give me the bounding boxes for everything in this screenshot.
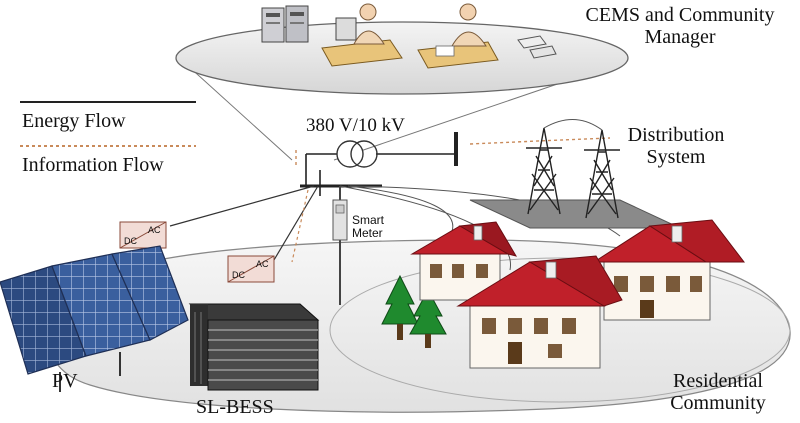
transmission-tower-icon xyxy=(526,127,562,215)
tree-icon xyxy=(381,274,419,340)
operator-desk-icon xyxy=(321,3,403,67)
legend-energy-flow: Energy Flow xyxy=(22,110,126,132)
cems-label-line2: Manager xyxy=(644,26,716,48)
battery-storage-icon xyxy=(188,303,320,391)
legend-information-flow: Information Flow xyxy=(22,154,164,176)
operator-desk-icon xyxy=(417,3,499,69)
cems-label-line1: CEMS and Community xyxy=(585,4,775,26)
distribution-label-line2: System xyxy=(646,146,706,168)
pv-label: PV xyxy=(52,370,78,392)
distribution-label-line1: Distribution xyxy=(627,124,725,146)
converter-ac-label: AC xyxy=(256,259,269,269)
pv-panel-icon xyxy=(0,245,189,392)
tree-icon xyxy=(409,288,447,348)
house-icon xyxy=(410,221,518,301)
information-lines xyxy=(291,137,611,263)
smart-meter-label-line1: Smart xyxy=(352,213,385,227)
house-icon xyxy=(456,255,623,369)
legend xyxy=(20,101,196,147)
smart-meter-icon xyxy=(332,199,348,241)
distribution-platform xyxy=(469,199,681,229)
phone-icon xyxy=(517,35,557,59)
transmission-tower-icon xyxy=(543,119,620,219)
cems-label: CEMS and Community Manager xyxy=(560,4,800,48)
converter-dc-label: DC xyxy=(124,236,137,246)
residential-label-line2: Community xyxy=(670,392,766,414)
converter-ac-label: AC xyxy=(148,225,161,235)
converter-dc-label: DC xyxy=(232,270,245,280)
server-icon xyxy=(261,5,309,43)
smart-meter-label: Smart Meter xyxy=(352,213,385,241)
transformer-icon xyxy=(336,140,378,168)
sl-bess-label: SL-BESS xyxy=(196,396,274,418)
transformer-label: 380 V/10 kV xyxy=(306,115,405,136)
distribution-label: Distribution System xyxy=(598,124,754,168)
residential-label: Residential Community xyxy=(640,370,796,414)
house-icon xyxy=(592,219,746,321)
smart-meter-label-line2: Meter xyxy=(352,226,383,241)
residential-label-line1: Residential xyxy=(673,370,763,392)
converter-pv: DC AC xyxy=(119,221,167,249)
converter-bess: DC AC xyxy=(227,255,275,283)
